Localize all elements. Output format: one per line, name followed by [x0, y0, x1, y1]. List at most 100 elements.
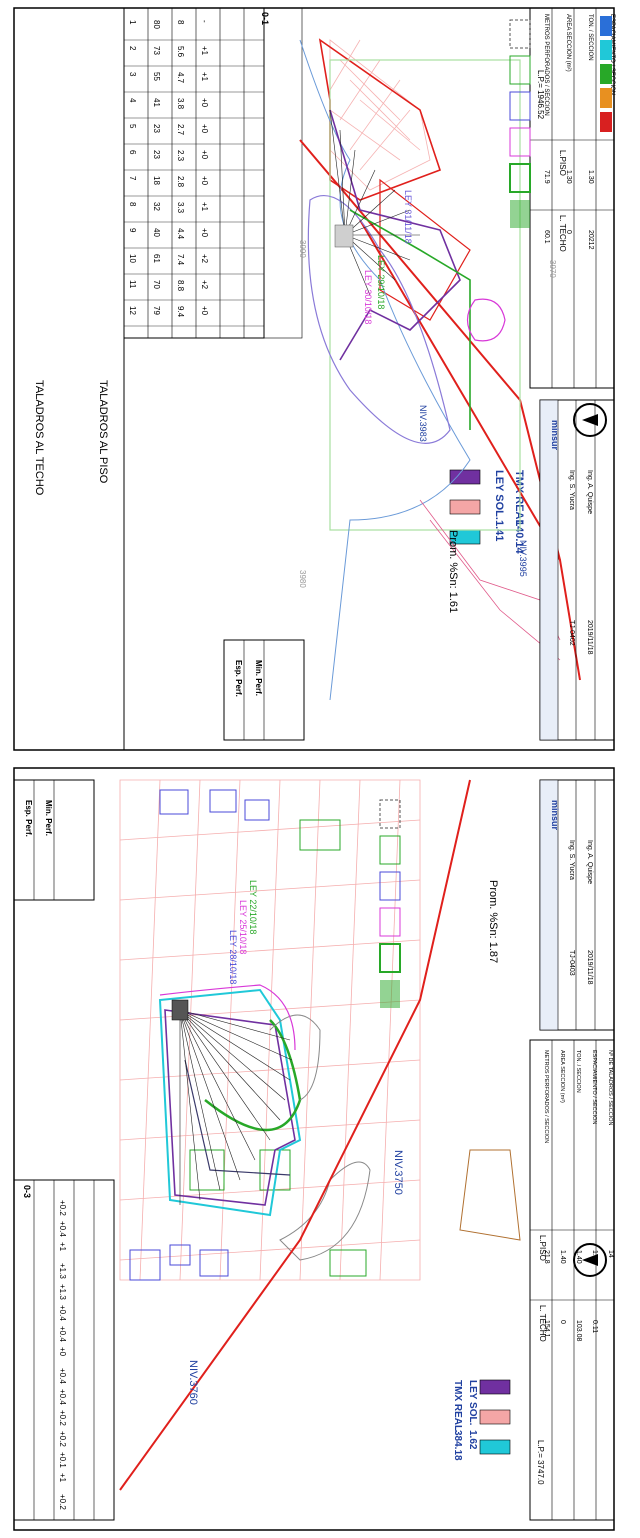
tech-row-piso: 14: [607, 1250, 614, 1258]
upper-block-rectangle: [329, 59, 521, 531]
table-cell: 73: [152, 46, 161, 55]
table-cell: 70: [152, 280, 161, 289]
tech-row-techo: 0.11: [591, 1320, 598, 1333]
lower-tech-table: L.P.= 3747.0 METROS PERFORADOS / SECCION…: [529, 1039, 615, 1521]
upper-ley-label-1: LEY 31/11/18: [403, 190, 413, 244]
tech-row-techo: 0: [565, 230, 572, 234]
lower-plan-drawing: LEY 22/10/18 LEY 25/10/18 LEY 28/10/18 N…: [119, 779, 607, 1491]
table-cell: +2: [200, 254, 209, 264]
lower-plan-panel: +0.2+0.4+1+1.3+1.3+0.4+0.4+0+0.4+0.4+0.2…: [13, 767, 615, 1531]
table-cell: 2.3: [176, 150, 185, 162]
upper-tb-value-2: Ing. A. Quispe: [586, 470, 593, 514]
tech-row-piso: 1.30: [587, 170, 594, 184]
lower-summary-title: Esp. Perf.: [24, 800, 33, 837]
table-cell: +0: [58, 1347, 67, 1357]
table-cell: +0: [200, 150, 209, 160]
upper-lp: L.P.= 1946.52: [536, 70, 545, 120]
tech-row-piso: 1.30: [565, 170, 572, 184]
upper-level-secondary: NIV.3995: [518, 540, 528, 577]
table-cell: +0.4: [58, 1389, 67, 1405]
tech-row-label: METROS PERFORADOS / SECCION: [543, 1050, 549, 1143]
table-cell: 4.4: [176, 228, 185, 240]
table-cell: 5: [128, 124, 137, 129]
table-cell: +1.3: [58, 1263, 67, 1279]
upper-contour-2: 3980: [298, 570, 307, 588]
lower-summary-box: Esp. Perf. Min. Perf.: [13, 779, 95, 901]
table-cell: +0: [200, 176, 209, 186]
tech-row-label: AREA SECCION (m²): [565, 14, 571, 72]
upper-summary-box: Esp. Perf. Min. Perf.: [223, 639, 305, 741]
lower-section-label: 0-3: [22, 1185, 32, 1198]
upper-observation-column: [263, 7, 303, 339]
lower-tech-header-piso: L.PISO: [538, 1235, 547, 1261]
table-cell: +0.4: [58, 1305, 67, 1321]
tech-row-piso: 1.80: [591, 1250, 598, 1264]
lower-tb-value-3: TJ-0403: [568, 950, 575, 976]
tech-row-label: Nº DE TALADROS / SECCION: [607, 1050, 614, 1125]
table-cell: 6: [128, 150, 137, 155]
tech-row-piso: 71.9: [543, 170, 550, 184]
lower-ley-label-3: LEY 28/10/18: [228, 930, 238, 984]
upper-magenta-outline: [466, 298, 506, 342]
table-cell: 4.7: [176, 72, 185, 84]
lower-level-main: NIV.3750: [392, 1150, 404, 1195]
table-cell: 9.4: [176, 306, 185, 318]
table-cell: 3: [128, 72, 137, 77]
upper-side-strip: [13, 7, 125, 751]
lower-drill-table: +0.2+0.4+1+1.3+1.3+0.4+0.4+0+0.4+0.4+0.2…: [13, 1179, 115, 1521]
table-cell: +0.2: [58, 1431, 67, 1447]
upper-drill-fan: [329, 109, 420, 296]
tech-row-label: TON. / SECCION: [587, 14, 593, 61]
upper-swatch-column: [600, 16, 612, 132]
table-cell: +1: [200, 46, 209, 56]
lower-ley-label-2: LEY 25/10/18: [238, 900, 248, 954]
table-cell: 32: [152, 202, 161, 211]
table-cell: +0.2: [58, 1200, 67, 1216]
table-cell: 40: [152, 228, 161, 237]
upper-contour-1: 3990: [298, 240, 307, 258]
table-cell: +0.1: [58, 1452, 67, 1468]
upper-frame: [13, 7, 615, 751]
table-cell: 7: [128, 176, 137, 181]
table-cell: 2.8: [176, 176, 185, 188]
table-cell: 23: [152, 150, 161, 159]
lower-ley-label-1: LEY 22/10/18: [248, 880, 258, 934]
lower-tech-rows: METROS PERFORADOS / SECCION21.8154.1AREA…: [543, 1050, 614, 1342]
upper-summary-title: Esp. Perf.: [234, 660, 243, 697]
table-cell: 23: [152, 124, 161, 133]
table-cell: 2: [128, 46, 137, 51]
table-cell: +2: [200, 280, 209, 290]
table-cell: +0.4: [58, 1221, 67, 1237]
table-cell: +0.2: [58, 1410, 67, 1426]
table-cell: +0.4: [58, 1368, 67, 1384]
upper-summary-sub: Min. Perf.: [254, 660, 263, 696]
table-cell: -: [200, 20, 209, 23]
upper-fault-line-2: [359, 219, 581, 681]
lower-tmx-real-value: 384.18: [452, 1430, 463, 1461]
lower-tmx-real-label: TMX REAL: [452, 1380, 463, 1431]
lower-prom: Prom. %Sn: 1.87: [487, 880, 499, 963]
upper-tb-value-3: TJ-0402: [568, 620, 575, 646]
upper-tech-header-techo: L. TECHO: [558, 215, 567, 252]
table-cell: 80: [152, 20, 161, 29]
tech-row-piso: 1.40: [575, 1250, 582, 1264]
upper-line-legend: [509, 19, 531, 228]
lower-ley-sol-value: 1.62: [467, 1430, 478, 1450]
table-cell: 8: [128, 202, 137, 207]
lower-drill-rows: +0.2+0.4+1+1.3+1.3+0.4+0.4+0+0.4+0.4+0.2…: [58, 1200, 67, 1510]
table-cell: 10: [128, 254, 137, 263]
upper-title-block: minsur Ing. S. Yucra Ing. A. Quispe TJ-0…: [539, 399, 615, 741]
upper-tmx-real-value: 140.14: [513, 520, 525, 555]
lower-line-legend: [379, 799, 401, 1008]
upper-level-main: NIV.3983: [418, 405, 428, 442]
table-cell: +0: [200, 306, 209, 316]
tech-row-label: AREA SECCION (m²): [559, 1050, 565, 1103]
upper-side-label-top: TALADROS AL TECHO: [33, 380, 45, 496]
lower-tb-value-2: Ing. A. Quispe: [586, 840, 593, 884]
upper-ley-sol-value: 1.41: [493, 520, 505, 541]
upper-tech-table: L.P.= 1946.52 METROS PERFORADOS / SECCIO…: [529, 7, 615, 389]
table-cell: 55: [152, 72, 161, 81]
lower-level-secondary: NIV.3760: [187, 1360, 199, 1405]
upper-contour-3: 3970: [548, 260, 557, 278]
tech-row-techo: 20212: [587, 230, 594, 250]
